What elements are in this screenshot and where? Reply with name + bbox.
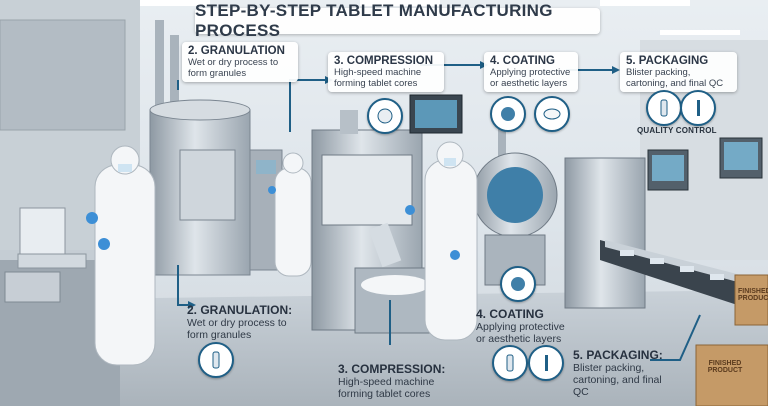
floor-label-packaging: 5. PACKAGING: Blister packing, cartoning… [573, 348, 669, 398]
balance-scale [19, 207, 66, 257]
coated-tablet-badge [534, 96, 570, 132]
pipette-badge [680, 90, 716, 126]
box-label-1: FINISHED PRODUCT [738, 288, 768, 302]
callout-compression: 3. COMPRESSION High-speed machine formin… [328, 52, 444, 92]
callout-heading: 4. COATING [490, 55, 555, 67]
callout-desc: High-speed machine forming tablet cores [334, 67, 422, 89]
callout-heading: 3. COMPRESSION [334, 55, 434, 67]
powder-tray [4, 271, 61, 303]
floor [0, 290, 768, 406]
vial-badge-coating [492, 345, 528, 381]
floor-label-heading: 3. COMPRESSION: [338, 362, 446, 376]
pipette-badge-coating [528, 345, 564, 381]
callout-heading: 5. PACKAGING [626, 55, 709, 67]
vial-badge [646, 90, 682, 126]
callout-packaging: 5. PACKAGING Blister packing, cartoning,… [620, 52, 737, 92]
compression-machine [311, 110, 436, 334]
coating-drum-badge [490, 96, 526, 132]
arrow-heads [188, 61, 620, 309]
page-title: STEP-BY-STEP TABLET MANUFACTURING PROCES… [195, 1, 600, 40]
floor-label-heading: 4. COATING [476, 307, 544, 321]
floor-label-desc: Blister packing, cartoning, and final QC [573, 362, 662, 398]
callout-desc: Applying protective or aesthetic layers [490, 67, 571, 89]
packaging-line [564, 157, 768, 315]
box-label-2: FINISHED PRODUCT [707, 360, 743, 374]
floor-label-heading: 2. GRANULATION: [187, 303, 293, 317]
floor-label-desc: Applying protective or aesthetic layers [476, 321, 565, 345]
floor-label-compression: 3. COMPRESSION: High-speed machine formi… [338, 362, 458, 400]
granulator-machine [149, 20, 283, 276]
callout-heading: 2. GRANULATION [188, 45, 285, 57]
product-box-2 [695, 344, 768, 406]
vial-badge-floor [198, 342, 234, 378]
floor-label-heading: 5. PACKAGING: [573, 348, 663, 362]
floor-label-desc: High-speed machine forming tablet cores [338, 376, 435, 400]
callout-granulation: 2. GRANULATION Wet or dry process to for… [182, 42, 298, 82]
quality-control-label: QUALITY CONTROL [637, 126, 717, 135]
floor-label-desc: Wet or dry process to form granules [187, 317, 287, 341]
worker-1 [86, 145, 156, 366]
coating-spray-badge [500, 266, 536, 302]
callout-desc: Wet or dry process to form granules [188, 57, 279, 79]
worker-3 [405, 141, 478, 341]
worker-2 [268, 152, 312, 277]
callout-coating: 4. COATING Applying protective or aesthe… [484, 52, 578, 92]
compression-tablet-badge [367, 98, 403, 134]
floor-label-granulation: 2. GRANULATION: Wet or dry process to fo… [187, 303, 297, 341]
product-box-1 [734, 274, 768, 326]
callout-desc: Blister packing, cartoning, and final QC [626, 67, 724, 89]
ceiling-lights [120, 0, 740, 35]
coating-drum [472, 100, 558, 286]
floor-label-coating: 4. COATING Applying protective or aesthe… [476, 307, 568, 345]
